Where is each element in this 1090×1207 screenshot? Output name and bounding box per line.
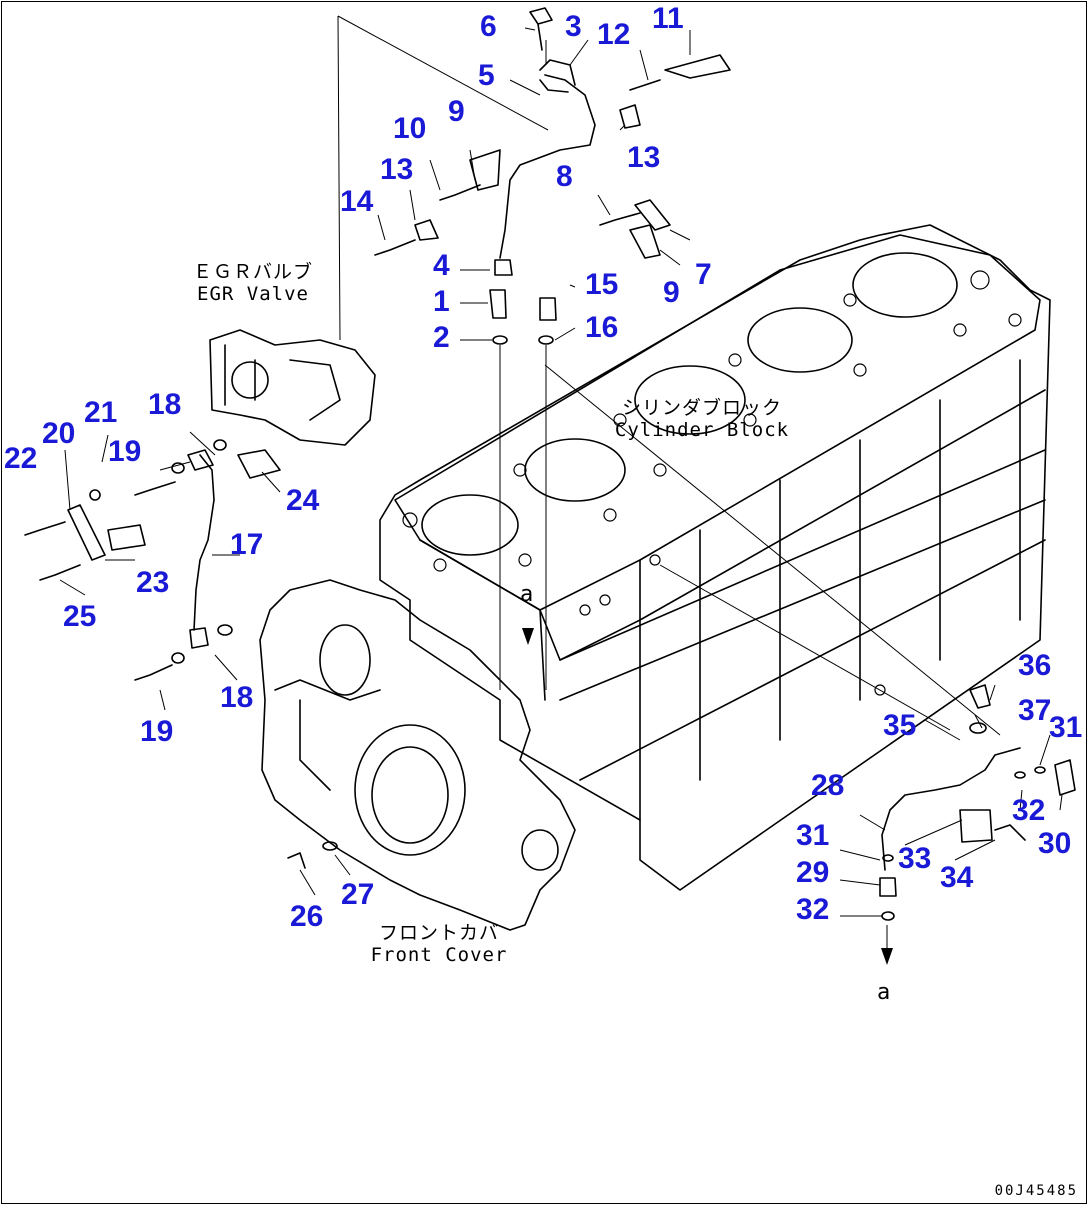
reference-mark-a: a xyxy=(877,980,891,1005)
callout-22: 22 xyxy=(4,442,38,475)
callout-6: 6 xyxy=(480,10,497,43)
callout-1: 1 xyxy=(433,285,450,318)
callout-34: 34 xyxy=(940,861,974,894)
callout-3: 3 xyxy=(565,10,582,43)
egr-valve-label-jp: ＥＧＲバルブ xyxy=(192,261,313,283)
callout-11: 11 xyxy=(652,2,684,35)
callout-14: 14 xyxy=(340,185,374,218)
connector-30 xyxy=(1054,759,1076,796)
connector-29 xyxy=(879,877,897,897)
callout-19: 19 xyxy=(140,715,174,748)
callout-5: 5 xyxy=(478,59,495,92)
fitting-4 xyxy=(494,259,513,276)
cylinder-bore xyxy=(852,252,958,318)
front-cover-label-jp: フロントカバ xyxy=(378,922,499,944)
callout-9: 9 xyxy=(663,276,680,309)
callout-20: 20 xyxy=(42,417,76,450)
cylinder-block-label-jp: シリンダブロック xyxy=(621,397,782,419)
cylinder-bore xyxy=(747,307,853,373)
bracket-23 xyxy=(107,524,146,551)
cylinder-block-label: シリンダブロック Cylinder Block xyxy=(612,397,792,442)
callout-16: 16 xyxy=(585,311,619,344)
cylinder-bore xyxy=(421,494,519,556)
front-cover-label-en: Front Cover xyxy=(370,943,508,966)
clamp-13 xyxy=(414,104,641,241)
callout-27: 27 xyxy=(341,878,375,911)
clip-24 xyxy=(237,449,281,479)
callout-33: 33 xyxy=(898,842,932,875)
bracket-20 xyxy=(67,504,106,561)
callout-2: 2 xyxy=(433,321,450,354)
egr-valve-label: ＥＧＲバルブ EGR Valve xyxy=(188,261,318,306)
reference-mark-a-block: a xyxy=(520,582,534,607)
fitting-1 xyxy=(489,289,507,319)
callout-31: 31 xyxy=(796,819,830,852)
callout-26: 26 xyxy=(290,900,324,933)
bracket-7 xyxy=(634,199,671,231)
clamp-9 xyxy=(469,149,661,259)
callout-18: 18 xyxy=(220,681,254,714)
callout-13: 13 xyxy=(627,141,661,174)
arrow-a xyxy=(881,948,893,965)
callout-29: 29 xyxy=(796,856,830,889)
callout-30: 30 xyxy=(1038,827,1072,860)
cylinder-block-label-en: Cylinder Block xyxy=(614,418,790,441)
callout-36: 36 xyxy=(1018,649,1052,682)
egr-valve-body xyxy=(209,329,376,446)
callout-35: 35 xyxy=(883,709,917,742)
callout-32: 32 xyxy=(796,893,830,926)
callout-24: 24 xyxy=(286,484,320,517)
callout-17: 17 xyxy=(230,528,264,561)
cylinder-block-outline xyxy=(379,224,1051,891)
cylinder-bore xyxy=(634,365,746,435)
front-cover-outline xyxy=(259,579,576,931)
callout-15: 15 xyxy=(585,268,619,301)
callout-25: 25 xyxy=(63,600,97,633)
callout-9: 9 xyxy=(448,95,465,128)
egr-valve-label-en: EGR Valve xyxy=(197,282,309,305)
callout-32: 32 xyxy=(1012,794,1046,827)
front-cover-seal xyxy=(354,724,466,856)
callout-31: 31 xyxy=(1049,711,1083,744)
pipe-3 xyxy=(499,74,596,259)
callout-28: 28 xyxy=(811,769,845,802)
clamp-11 xyxy=(664,54,731,79)
pipe-17 xyxy=(193,454,215,631)
bolt xyxy=(24,7,1026,869)
drawing-code: 00J45485 xyxy=(994,1183,1078,1199)
callout-21: 21 xyxy=(84,396,118,429)
callout-19: 19 xyxy=(108,435,142,468)
callout-23: 23 xyxy=(136,566,170,599)
callout-12: 12 xyxy=(597,18,631,51)
pipe-28 xyxy=(881,747,1021,871)
front-cover-label: フロントカバ Front Cover xyxy=(364,922,514,967)
callout-4: 4 xyxy=(433,249,450,282)
callout-37: 37 xyxy=(1018,694,1052,727)
arrow-a-block xyxy=(522,628,534,645)
leader-lines xyxy=(59,15,1063,955)
callout-18: 18 xyxy=(148,388,182,421)
cylinder-bore xyxy=(524,438,626,502)
callout-10: 10 xyxy=(393,112,427,145)
callout-8: 8 xyxy=(556,160,573,193)
plug-16 xyxy=(539,297,557,321)
block-33 xyxy=(959,809,993,843)
callout-7: 7 xyxy=(695,258,712,291)
callout-13: 13 xyxy=(380,153,414,186)
